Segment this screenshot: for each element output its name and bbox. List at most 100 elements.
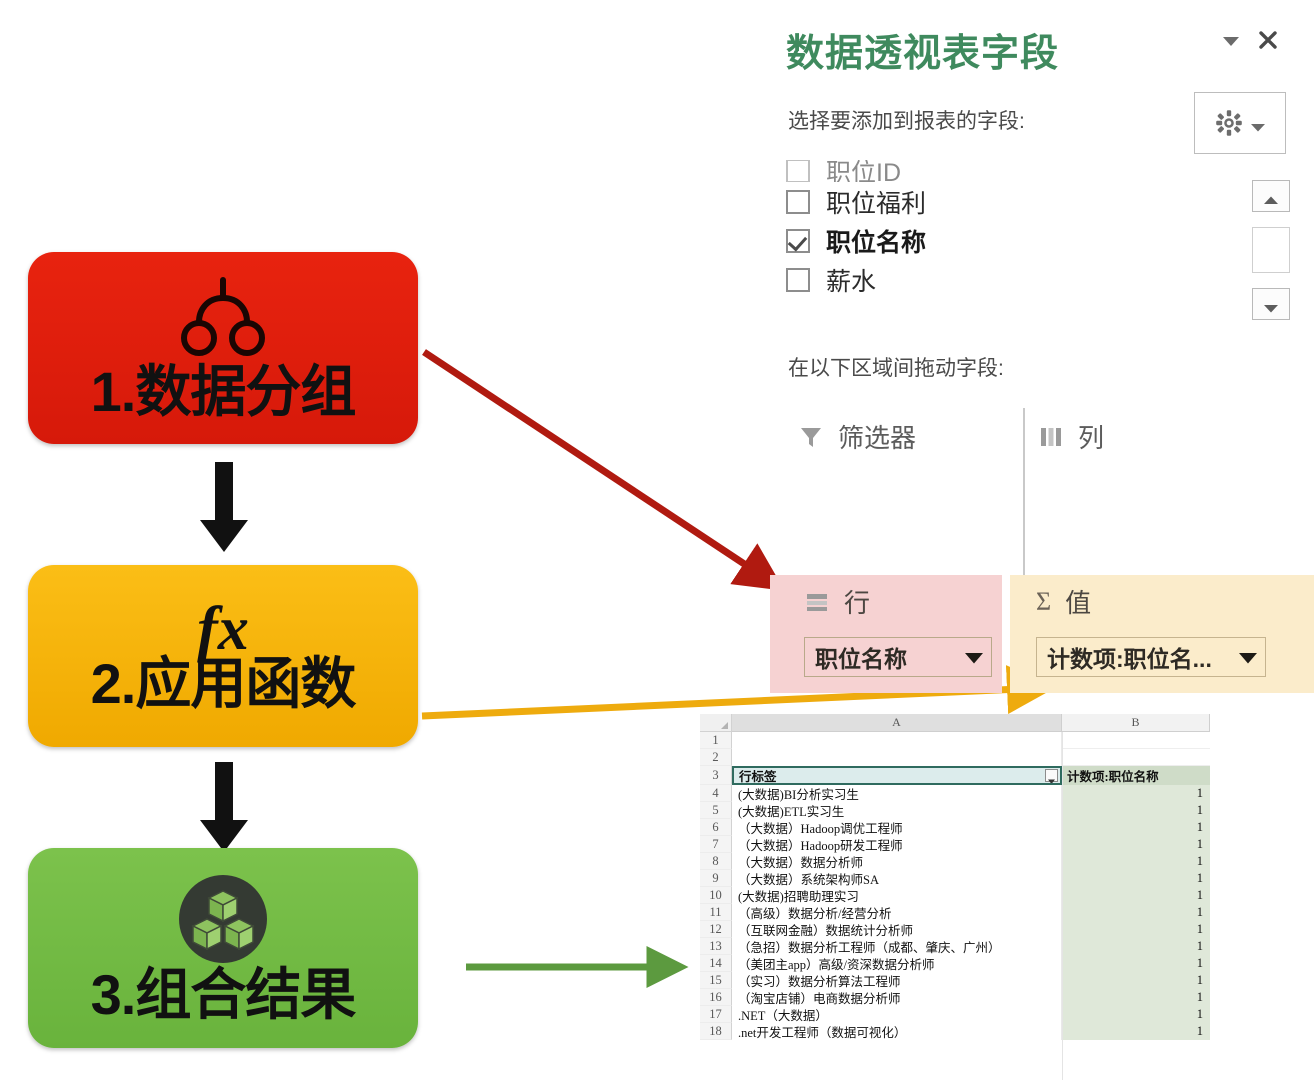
sheet-row[interactable]: 2 (700, 749, 1226, 766)
field-list-item[interactable]: 职位名称 (786, 221, 1236, 260)
cell-row-label[interactable]: .net开发工程师（数据可视化） (732, 1023, 1062, 1040)
area-columns[interactable]: 列 (1038, 418, 1104, 455)
area-rows[interactable]: 行 职位名称 (770, 575, 1002, 693)
row-number[interactable]: 5 (700, 802, 732, 819)
area-values[interactable]: Σ 值 计数项:职位名... (1010, 575, 1314, 693)
row-number[interactable]: 9 (700, 870, 732, 887)
cell-row-label[interactable]: （互联网金融）数据统计分析师 (732, 921, 1062, 938)
column-header-b[interactable]: B (1062, 714, 1210, 732)
checkbox-checked-icon[interactable] (786, 228, 810, 253)
cell-row-label[interactable]: (大数据)ETL实习生 (732, 802, 1062, 819)
column-header-a[interactable]: A (732, 714, 1062, 732)
values-field-button[interactable]: 计数项:职位名... (1036, 637, 1266, 677)
row-number[interactable]: 6 (700, 819, 732, 836)
row-number[interactable]: 2 (700, 749, 732, 766)
checkbox-icon[interactable] (786, 189, 810, 214)
flow-step-2[interactable]: fx 2.应用函数 (28, 565, 418, 747)
sheet-row[interactable]: 13（急招）数据分析工程师（成都、肇庆、广州）1 (700, 938, 1226, 955)
scroll-down-button[interactable] (1252, 288, 1290, 320)
cell-row-label[interactable]: .NET（大数据） (732, 1006, 1062, 1023)
cell-a[interactable] (732, 732, 1062, 749)
scrollbar-thumb[interactable] (1252, 227, 1290, 273)
cell-row-label[interactable]: （大数据）数据分析师 (732, 853, 1062, 870)
pivot-result-spreadsheet[interactable]: A B 1 2 3 行标签 计数项:职位名称 4(大 (700, 714, 1226, 1080)
cell-count[interactable]: 1 (1062, 870, 1210, 887)
cell-count[interactable]: 1 (1062, 1006, 1210, 1023)
row-number[interactable]: 17 (700, 1006, 732, 1023)
row-number[interactable]: 4 (700, 785, 732, 802)
cell-count[interactable]: 1 (1062, 989, 1210, 1006)
cell-count[interactable]: 1 (1062, 921, 1210, 938)
checkbox-icon[interactable] (786, 160, 810, 182)
row-number[interactable]: 12 (700, 921, 732, 938)
cell-count[interactable]: 1 (1062, 802, 1210, 819)
chevron-down-icon[interactable] (1239, 651, 1257, 664)
cell-row-label[interactable]: （急招）数据分析工程师（成都、肇庆、广州） (732, 938, 1062, 955)
cell-row-label[interactable]: （美团主app）高级/资深数据分析师 (732, 955, 1062, 972)
row-number[interactable]: 8 (700, 853, 732, 870)
cell-count[interactable]: 1 (1062, 853, 1210, 870)
row-number[interactable]: 15 (700, 972, 732, 989)
select-all-corner[interactable] (700, 714, 732, 732)
field-list-item[interactable]: 薪水 (786, 260, 1236, 299)
sheet-row[interactable]: 18.net开发工程师（数据可视化）1 (700, 1023, 1226, 1040)
rows-field-button[interactable]: 职位名称 (804, 637, 992, 677)
sheet-row[interactable]: 1 (700, 732, 1226, 749)
flow-step-1[interactable]: 1.数据分组 (28, 252, 418, 444)
pivot-tools-button[interactable] (1194, 92, 1286, 154)
cell-b[interactable] (1062, 732, 1210, 749)
close-icon[interactable] (1258, 30, 1278, 50)
field-list-scrollbar[interactable] (1252, 180, 1290, 320)
count-header[interactable]: 计数项:职位名称 (1062, 766, 1210, 785)
cell-row-label[interactable]: （大数据）系统架构师SA (732, 870, 1062, 887)
cell-row-label[interactable]: (大数据)BI分析实习生 (732, 785, 1062, 802)
row-number[interactable]: 16 (700, 989, 732, 1006)
cell-b[interactable] (1062, 749, 1210, 766)
row-number[interactable]: 3 (700, 766, 732, 785)
cell-count[interactable]: 1 (1062, 972, 1210, 989)
cell-a[interactable] (732, 749, 1062, 766)
field-list-item[interactable]: 职位福利 (786, 182, 1236, 221)
row-number[interactable]: 13 (700, 938, 732, 955)
cell-count[interactable]: 1 (1062, 819, 1210, 836)
cell-count[interactable]: 1 (1062, 1023, 1210, 1040)
scroll-up-button[interactable] (1252, 180, 1290, 212)
row-number[interactable]: 11 (700, 904, 732, 921)
cell-row-label[interactable]: （高级）数据分析/经营分析 (732, 904, 1062, 921)
sheet-row[interactable]: 17.NET（大数据）1 (700, 1006, 1226, 1023)
field-list[interactable]: 职位ID 职位福利 职位名称 薪水 (786, 160, 1236, 315)
cell-row-label[interactable]: （大数据）Hadoop研发工程师 (732, 836, 1062, 853)
chevron-down-icon[interactable] (965, 651, 983, 664)
cell-row-label[interactable]: （大数据）Hadoop调优工程师 (732, 819, 1062, 836)
area-filters[interactable]: 筛选器 (798, 418, 916, 455)
flow-step-3[interactable]: 3.组合结果 (28, 848, 418, 1048)
filter-dropdown-icon[interactable] (1045, 769, 1058, 783)
chevron-down-icon[interactable] (1222, 34, 1240, 46)
row-labels-header[interactable]: 行标签 (732, 766, 1062, 785)
row-number[interactable]: 14 (700, 955, 732, 972)
cell-count[interactable]: 1 (1062, 836, 1210, 853)
checkbox-icon[interactable] (786, 267, 810, 292)
cell-count[interactable]: 1 (1062, 904, 1210, 921)
row-number[interactable]: 1 (700, 732, 732, 749)
cell-count[interactable]: 1 (1062, 887, 1210, 904)
sheet-header-row[interactable]: 3 行标签 计数项:职位名称 (700, 766, 1226, 785)
cell-row-label[interactable]: （实习）数据分析算法工程师 (732, 972, 1062, 989)
cell-row-label[interactable]: （淘宝店铺）电商数据分析师 (732, 989, 1062, 1006)
row-number[interactable]: 7 (700, 836, 732, 853)
row-number[interactable]: 10 (700, 887, 732, 904)
field-list-item[interactable]: 职位ID (786, 160, 1236, 182)
cell-count[interactable]: 1 (1062, 785, 1210, 802)
